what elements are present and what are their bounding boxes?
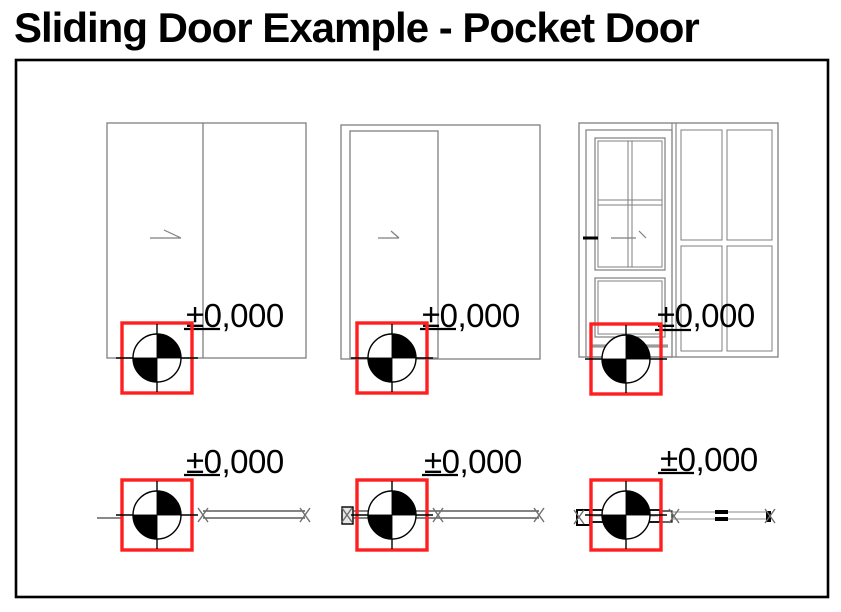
opening-direction-icon bbox=[611, 230, 647, 239]
endpoint-x-icon bbox=[197, 507, 209, 523]
plan-view-pocket-door: ±0,000 bbox=[573, 441, 776, 552]
survey-point-marker bbox=[349, 321, 435, 395]
survey-point-marker bbox=[114, 478, 200, 552]
door-opening-outline bbox=[578, 122, 779, 358]
plan-view-sliding-door-closed: ±0,000 bbox=[97, 443, 311, 552]
door-bottom-panel-outer bbox=[594, 277, 666, 338]
elevation-view-pocket-door-glazed: ±0,000 bbox=[578, 122, 779, 396]
sheet-border bbox=[14, 58, 830, 599]
pocket-break-dash bbox=[715, 517, 728, 521]
glazing-rail-horizontal bbox=[598, 199, 662, 206]
level-annotation: ±0,000 bbox=[660, 441, 758, 478]
pocket-break-dash bbox=[715, 510, 728, 514]
pocket-panel bbox=[726, 129, 773, 241]
pocket-panel bbox=[680, 129, 723, 241]
endpoint-x-icon bbox=[432, 507, 444, 523]
sheet-title: Sliding Door Example - Pocket Door bbox=[14, 4, 700, 51]
door-opening-outline bbox=[106, 122, 307, 359]
pocket-panel bbox=[680, 245, 723, 352]
endpoint-x-icon bbox=[533, 507, 545, 523]
endpoint-x-icon bbox=[299, 507, 311, 523]
survey-point-marker bbox=[583, 478, 669, 552]
door-bottom-panel-inner bbox=[597, 280, 663, 335]
plan-view-sliding-door-open: ±0,000 bbox=[341, 443, 545, 552]
glazing-frame-outer bbox=[594, 137, 666, 271]
elevation-view-sliding-door-closed: ±0,000 bbox=[106, 122, 307, 395]
level-annotation: ±0,000 bbox=[186, 443, 284, 480]
door-leaf-plan-lines bbox=[203, 510, 305, 519]
elevation-view-sliding-door-open: ±0,000 bbox=[340, 124, 541, 395]
glazing-muntin-vertical bbox=[627, 141, 633, 267]
level-annotation: ±0,000 bbox=[657, 297, 755, 334]
level-annotation: ±0,000 bbox=[186, 297, 284, 334]
level-annotation: ±0,000 bbox=[424, 443, 522, 480]
survey-point-marker bbox=[349, 478, 435, 552]
opening-direction-icon bbox=[378, 230, 400, 239]
opening-direction-icon bbox=[150, 229, 182, 239]
glazing-frame-inner bbox=[597, 140, 663, 268]
pocket-panel bbox=[726, 245, 773, 352]
door-opening-outline bbox=[340, 124, 541, 360]
pocket-end-cap bbox=[766, 511, 771, 522]
level-annotation: ±0,000 bbox=[422, 297, 520, 334]
